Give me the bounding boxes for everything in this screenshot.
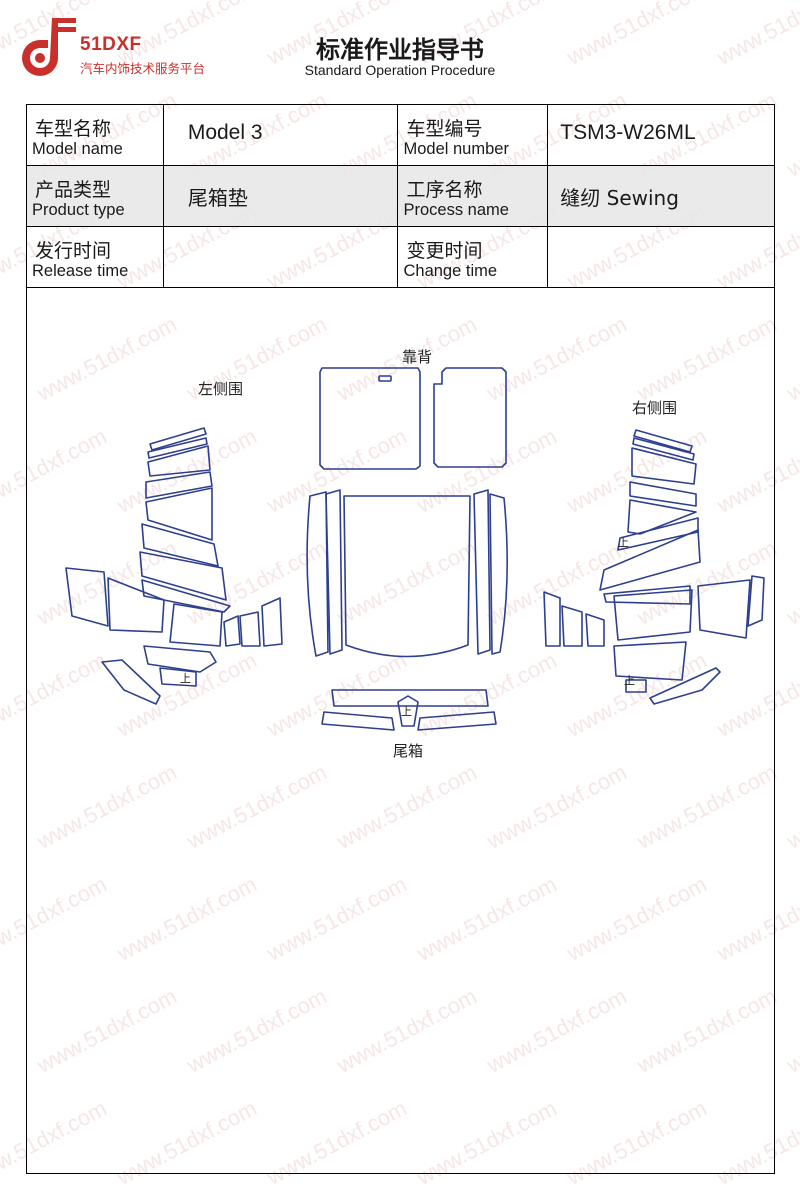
up-marker-trunk: 上 bbox=[401, 705, 412, 718]
left-side-pieces bbox=[65, 427, 283, 705]
backrest-slot bbox=[378, 375, 392, 382]
right-panel-1 bbox=[631, 447, 697, 485]
model-name-label-en: Model name bbox=[32, 140, 123, 158]
model-number-value: TSM3-W26ML bbox=[560, 121, 696, 144]
release-time-label-en: Release time bbox=[32, 262, 129, 280]
left-panel-2 bbox=[145, 471, 213, 499]
model-number-value-cell: TSM3-W26ML bbox=[547, 104, 775, 166]
label-trunk: 尾箱 bbox=[393, 742, 424, 760]
product-type-label-cn: 产品类型 bbox=[35, 179, 112, 201]
trunk-right-strip-inner bbox=[473, 489, 491, 655]
process-name-label-cn: 工序名称 bbox=[406, 179, 483, 201]
left-piece-a bbox=[65, 567, 109, 627]
right-piece-e bbox=[561, 605, 583, 647]
model-name-value-cell: Model 3 bbox=[162, 104, 399, 166]
process-name-value: 缝纫 Sewing bbox=[560, 186, 679, 210]
up-marker-right-upper: 上 bbox=[618, 536, 629, 549]
left-panel-5 bbox=[139, 551, 227, 601]
product-type-label-cell: 产品类型 Product type bbox=[26, 165, 164, 227]
trunk-main-pieces bbox=[306, 489, 508, 731]
trunk-right-strip-outer bbox=[489, 493, 508, 655]
release-time-label-cn: 发行时间 bbox=[35, 240, 112, 262]
right-strip-1 bbox=[633, 429, 693, 453]
change-time-label-en: Change time bbox=[403, 262, 498, 280]
left-piece-g bbox=[143, 645, 217, 673]
label-backrest: 靠背 bbox=[402, 348, 433, 366]
process-name-value-cell: 缝纫 Sewing bbox=[547, 165, 775, 227]
right-panel-6 bbox=[603, 585, 691, 605]
trunk-sill-panel bbox=[331, 689, 489, 707]
trunk-sill-left-flap bbox=[321, 711, 395, 731]
right-piece-h bbox=[649, 667, 721, 705]
left-piece-i bbox=[159, 667, 197, 687]
right-piece-g bbox=[613, 641, 687, 681]
drawing-frame bbox=[26, 288, 775, 1174]
right-piece-a bbox=[747, 575, 765, 627]
info-row-model: 车型名称 Model name Model 3 车型编号 Model numbe… bbox=[26, 104, 775, 166]
left-strip-2 bbox=[147, 437, 208, 459]
change-time-label-cell: 变更时间 Change time bbox=[397, 226, 549, 288]
model-number-label-cell: 车型编号 Model number bbox=[397, 104, 549, 166]
info-table: 车型名称 Model name Model 3 车型编号 Model numbe… bbox=[26, 104, 775, 288]
release-time-label-cell: 发行时间 Release time bbox=[26, 226, 164, 288]
trunk-floor-panel bbox=[343, 495, 471, 658]
model-name-label-cn: 车型名称 bbox=[35, 118, 112, 140]
right-strip-2 bbox=[632, 437, 695, 461]
up-marker-left: 上 bbox=[180, 672, 191, 685]
right-piece-b bbox=[697, 579, 751, 639]
brand-logo-icon bbox=[22, 18, 76, 76]
right-panel-2 bbox=[629, 481, 697, 507]
process-name-label-cell: 工序名称 Process name bbox=[397, 165, 549, 227]
brand-name: 51DXF bbox=[80, 34, 142, 55]
left-piece-b bbox=[107, 577, 165, 633]
model-number-label-cn: 车型编号 bbox=[406, 118, 483, 140]
backrest-pieces bbox=[319, 367, 507, 470]
trunk-left-strip-outer bbox=[306, 491, 329, 657]
process-name-label-en: Process name bbox=[403, 201, 509, 219]
info-row-product: 产品类型 Product type 尾箱垫 工序名称 Process name … bbox=[26, 165, 775, 227]
left-panel-4 bbox=[141, 523, 219, 567]
right-panel-5 bbox=[599, 529, 701, 591]
left-piece-d bbox=[223, 615, 241, 647]
label-right-side: 右侧围 bbox=[632, 399, 678, 417]
right-panel-3 bbox=[627, 499, 697, 535]
right-piece-c bbox=[613, 589, 693, 641]
model-number-label-en: Model number bbox=[403, 140, 509, 158]
trunk-left-strip-inner bbox=[325, 489, 343, 655]
product-type-value: 尾箱垫 bbox=[187, 186, 248, 210]
product-type-value-cell: 尾箱垫 bbox=[162, 165, 399, 227]
document-subtitle: Standard Operation Procedure bbox=[304, 62, 496, 78]
left-piece-f bbox=[261, 597, 283, 647]
document-title: 标准作业指导书 bbox=[316, 36, 484, 64]
left-strip-1 bbox=[149, 427, 207, 451]
trunk-sill-right-flap bbox=[417, 711, 497, 731]
right-piece-i bbox=[625, 679, 647, 693]
brand-tagline: 汽车内饰技术服务平台 bbox=[80, 61, 206, 76]
left-panel-1 bbox=[147, 445, 211, 477]
left-piece-e bbox=[239, 611, 261, 647]
left-panel-6 bbox=[141, 579, 231, 613]
trunk-sill-center bbox=[397, 695, 419, 727]
right-panel-4 bbox=[617, 517, 699, 551]
left-panel-3 bbox=[145, 487, 213, 541]
info-row-time: 发行时间 Release time 变更时间 Change time bbox=[26, 226, 775, 288]
label-left-side: 左侧围 bbox=[198, 380, 244, 398]
backrest-left-panel bbox=[319, 367, 421, 470]
right-piece-d bbox=[585, 613, 605, 647]
backrest-right-panel bbox=[433, 367, 507, 468]
left-piece-h bbox=[101, 659, 161, 705]
right-side-pieces bbox=[543, 429, 765, 705]
right-piece-f bbox=[543, 591, 561, 647]
change-time-value-cell bbox=[547, 226, 775, 288]
release-time-value-cell bbox=[162, 226, 399, 288]
product-type-label-en: Product type bbox=[32, 201, 125, 219]
model-name-label-cell: 车型名称 Model name bbox=[26, 104, 164, 166]
left-piece-c bbox=[169, 603, 223, 647]
change-time-label-cn: 变更时间 bbox=[406, 240, 483, 262]
model-name-value: Model 3 bbox=[187, 121, 263, 144]
up-marker-right-lower: 上 bbox=[624, 674, 635, 687]
